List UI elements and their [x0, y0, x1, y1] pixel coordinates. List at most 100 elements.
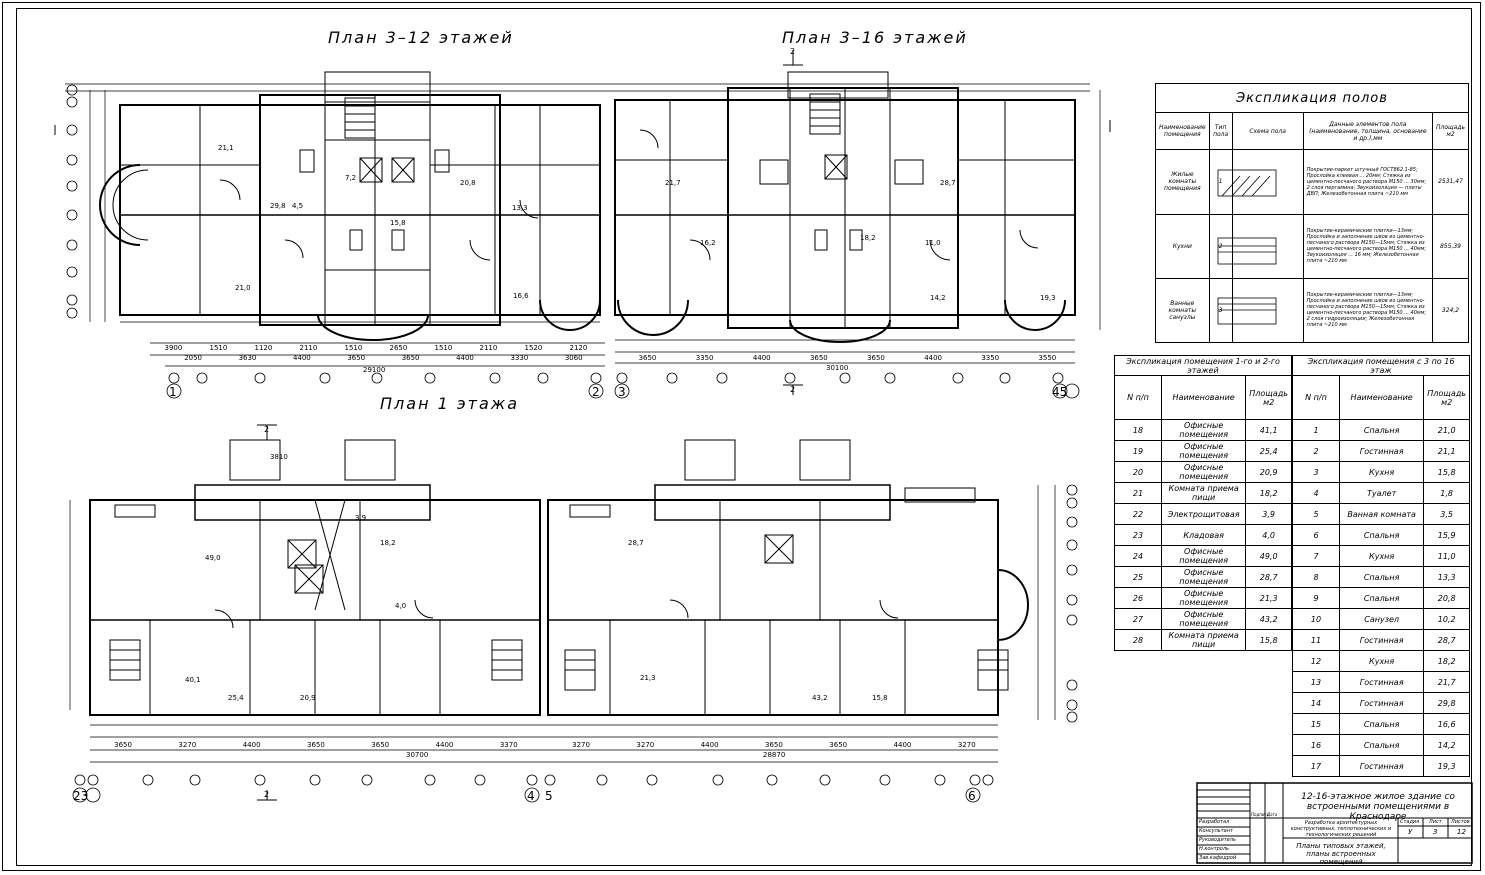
floor-expl-cell: 324,2: [1431, 277, 1470, 344]
rooms-1-2-cell: 15,8: [1245, 629, 1292, 651]
floor-expl-header: Тип пола: [1208, 111, 1233, 151]
axis-label-bottom-mid-b: 5: [545, 789, 553, 803]
dimension-label: 3650: [114, 741, 132, 749]
rooms-3-16-cell: Кухня: [1338, 545, 1425, 567]
room-area-label: 14,2: [930, 294, 946, 302]
rooms-1-2-cell: 28,7: [1245, 566, 1292, 588]
dimension-label: 3370: [500, 741, 518, 749]
floor-expl-cell: 855,39: [1431, 213, 1470, 279]
room-area-label: 28,7: [940, 179, 956, 187]
rooms-3-16-cell: 6: [1292, 524, 1340, 546]
section-mark-mid: 2: [790, 385, 795, 394]
floor-expl-header: Площадь м2: [1431, 111, 1470, 151]
dimension-label: 2120: [570, 344, 588, 352]
rooms-3-16-cell: 1: [1292, 419, 1340, 441]
rooms-1-2-cell: Офисные помещения: [1160, 587, 1247, 609]
rooms-1-2-cell: Электрощитовая: [1160, 503, 1247, 525]
rooms-3-16-cell: 29,8: [1423, 692, 1470, 714]
rooms-1-2-cell: 3,9: [1245, 503, 1292, 525]
rooms-3-16-cell: 10,2: [1423, 608, 1470, 630]
rooms-3-16-cell: Гостинная: [1338, 440, 1425, 462]
stamp-role: Консультант: [1199, 828, 1233, 834]
rooms-1-2-header: Площадь м2: [1245, 375, 1292, 420]
plan-3-16-dim-lines: [615, 90, 1101, 364]
section-mark-bottom-top: 2: [264, 425, 269, 434]
drawing-border: [16, 8, 1472, 866]
room-area-label: 4,5: [292, 202, 303, 210]
dimension-label: 1510: [435, 344, 453, 352]
rooms-3-16-cell: 10: [1292, 608, 1340, 630]
room-area-label: 18,2: [380, 539, 396, 547]
rooms-1-2-cell: 18: [1114, 419, 1162, 441]
room-area-label: 25,4: [228, 694, 244, 702]
rooms-1-2-cell: Комната приема пищи: [1160, 629, 1247, 651]
dimension-label: 4400: [243, 741, 261, 749]
rooms-3-16-cell: Спальня: [1338, 566, 1425, 588]
dimension-label: 4400: [293, 354, 311, 362]
rooms-3-16-cell: 4: [1292, 482, 1340, 504]
rooms-3-16-cell: 2: [1292, 440, 1340, 462]
floor-expl-cell: Покрытие-паркет штучный ГОСТ862.1-85; Пр…: [1302, 149, 1433, 215]
room-area-label: 13,3: [512, 204, 528, 212]
dim-top-right-overall: 30100: [826, 364, 848, 372]
rooms-3-16-cell: 14,2: [1423, 734, 1470, 756]
floor-expl-pattern: [1231, 213, 1304, 279]
dimension-label: 2650: [390, 344, 408, 352]
rooms-3-16-cell: Гостинная: [1338, 755, 1425, 777]
stamp-hdr-sheets: Листов: [1451, 819, 1470, 825]
rooms-3-16-cell: 19,3: [1423, 755, 1470, 777]
dim-bottom-overall-left: 30700: [406, 751, 428, 759]
stamp-role: Разработал: [1199, 819, 1230, 825]
rooms-1-2-header: N п/п: [1114, 375, 1162, 420]
rooms-3-16-cell: 11: [1292, 629, 1340, 651]
rooms-3-16-cell: Кухня: [1338, 650, 1425, 672]
rooms-3-16-cell: 5: [1292, 503, 1340, 525]
room-area-label: 19,3: [1040, 294, 1056, 302]
axis-label-top-mid-a: 2: [592, 385, 600, 399]
rooms-3-16-cell: Спальня: [1338, 419, 1425, 441]
dimension-label: 4400: [924, 354, 942, 362]
dimension-label: 2110: [480, 344, 498, 352]
stamp-col-signature: Подпись: [1251, 812, 1269, 817]
rooms-3-16-cell: 13,3: [1423, 566, 1470, 588]
floor-expl-cell: 2: [1208, 213, 1233, 279]
dimension-label: 3650: [307, 741, 325, 749]
dimension-label: 3350: [981, 354, 999, 362]
rooms-1-2-title: Экспликация помещения 1-го и 2-го этажей: [1114, 355, 1292, 376]
dimension-label: 3630: [239, 354, 257, 362]
dimension-label: 2050: [184, 354, 202, 362]
floor-expl-header: Наименование помещения: [1155, 111, 1210, 151]
rooms-3-16-cell: 21,1: [1423, 440, 1470, 462]
floor-expl-cell: Ванные комнаты санузлы: [1155, 277, 1210, 344]
axis-label-bottom-left: 23: [73, 789, 88, 803]
room-area-label: 15,8: [872, 694, 888, 702]
rooms-3-16-cell: 15: [1292, 713, 1340, 735]
room-area-label: 21,7: [665, 179, 681, 187]
room-area-label: 21,0: [235, 284, 251, 292]
dimension-label: 1510: [210, 344, 228, 352]
room-area-label: 20,8: [460, 179, 476, 187]
rooms-3-16-cell: 20,8: [1423, 587, 1470, 609]
plan-3-16-walls: [614, 71, 1076, 343]
rooms-3-16-cell: Гостинная: [1338, 671, 1425, 693]
rooms-3-16-cell: 14: [1292, 692, 1340, 714]
floor-expl-cell: 3: [1208, 277, 1233, 344]
rooms-1-2-cell: 49,0: [1245, 545, 1292, 567]
rooms-3-16-header: Наименование: [1338, 375, 1425, 420]
room-area-label: 21,3: [640, 674, 656, 682]
rooms-1-2-cell: 26: [1114, 587, 1162, 609]
section-marks: [54, 50, 1111, 801]
dimension-label: 3270: [958, 741, 976, 749]
rooms-1-2-cell: 19: [1114, 440, 1162, 462]
rooms-3-16-cell: Спальня: [1338, 713, 1425, 735]
rooms-1-2-cell: 25,4: [1245, 440, 1292, 462]
